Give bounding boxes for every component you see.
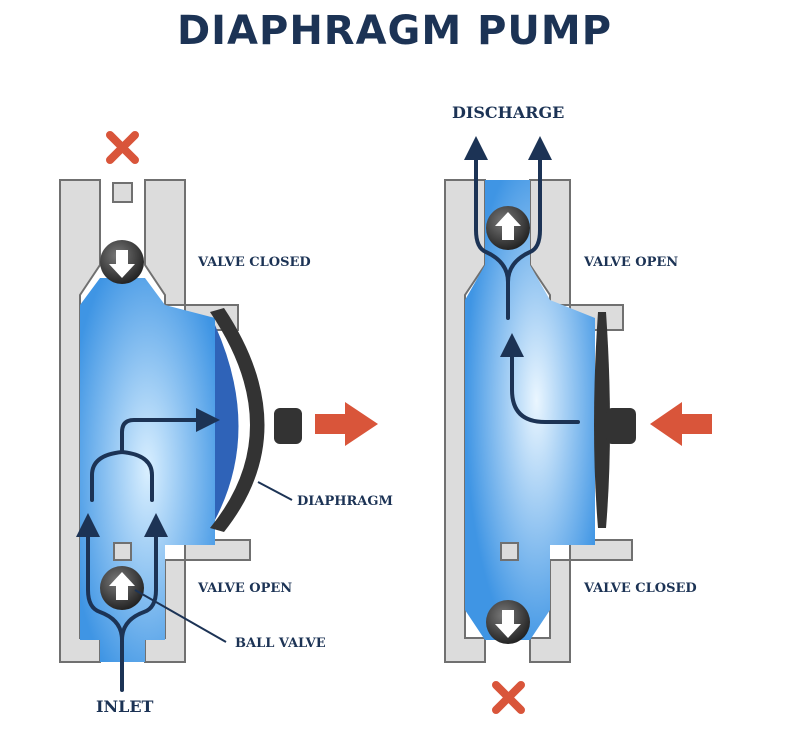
label-inlet: INLET — [96, 697, 154, 716]
page-title: DIAPHRAGM PUMP — [176, 8, 613, 54]
label-discharge: DISCHARGE — [452, 103, 564, 122]
label-valve-open-left: VALVE OPEN — [197, 581, 292, 596]
label-ball-valve: BALL VALVE — [235, 636, 326, 651]
up-arrow-icon — [109, 572, 135, 600]
down-arrow-icon — [109, 250, 135, 278]
left-pressure-zone — [215, 325, 239, 520]
label-valve-open-right: VALVE OPEN — [583, 255, 678, 270]
right-bottom-stopper — [500, 542, 519, 561]
up-arrow-icon — [495, 212, 521, 240]
push-left-arrow-icon — [650, 402, 712, 446]
label-valve-closed-right: VALVE CLOSED — [583, 581, 697, 596]
down-arrow-icon — [495, 610, 521, 638]
left-diaphragm-rod — [274, 408, 302, 444]
right-diaphragm — [594, 312, 610, 528]
right-chamber-fluid — [465, 180, 595, 640]
left-top-stopper — [112, 182, 133, 203]
left-chamber-fluid — [80, 278, 215, 662]
right-flow-lines — [464, 136, 580, 424]
left-flow-lines — [76, 408, 220, 692]
label-valve-closed-left: VALVE CLOSED — [197, 255, 311, 270]
left-diaphragm — [210, 308, 265, 532]
right-pump: DISCHARGE VALVE OPEN VALVE CLOSED — [444, 103, 712, 714]
left-pump: VALVE CLOSED DIAPHRAGM VALVE OPEN BALL V… — [59, 131, 393, 716]
ball-valve-callout-line — [134, 589, 227, 643]
right-diaphragm-rod — [606, 408, 636, 444]
diaphragm-callout-line — [257, 481, 293, 501]
pull-right-arrow-icon — [315, 402, 378, 446]
left-bottom-stopper — [113, 542, 132, 561]
blocked-x-icon — [492, 681, 525, 714]
blocked-x-icon — [106, 131, 139, 164]
label-diaphragm: DIAPHRAGM — [297, 494, 393, 509]
